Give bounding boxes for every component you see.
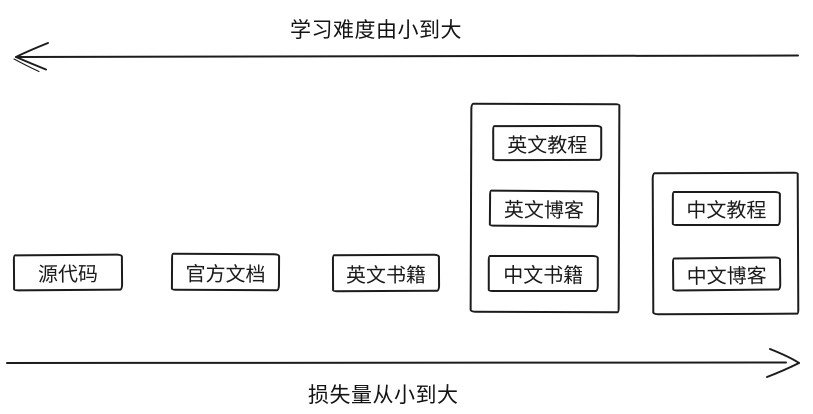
box-label: 中文教程 (686, 197, 767, 223)
box-label: 英文教程 (507, 132, 588, 157)
box-chinese-blogs: 中文博客 (671, 256, 782, 292)
group-english-resources: 英文教程 英文博客 中文书籍 (469, 102, 621, 314)
right-arrow-icon (6, 348, 800, 378)
box-chinese-tutorials: 中文教程 (671, 190, 781, 227)
bottom-axis-label: 损失量从小到大 (308, 383, 459, 407)
box-label: 英文书籍 (345, 262, 427, 287)
top-axis-label: 学习难度由小到大 (290, 18, 462, 42)
left-arrow-icon (13, 42, 799, 73)
box-label: 官方文档 (185, 261, 266, 286)
group-chinese-resources: 中文教程 中文博客 (651, 171, 800, 316)
box-label: 中文书籍 (503, 262, 584, 287)
box-english-books: 英文书籍 (331, 253, 441, 293)
box-label: 中文博客 (686, 263, 767, 288)
box-official-docs: 官方文档 (170, 252, 281, 292)
box-english-tutorials: 英文教程 (492, 124, 603, 162)
box-source-code: 源代码 (12, 253, 124, 292)
box-label: 英文博客 (503, 197, 585, 223)
box-label: 源代码 (37, 261, 99, 287)
box-english-blogs: 英文博客 (488, 189, 600, 228)
box-chinese-books: 中文书籍 (487, 254, 599, 292)
